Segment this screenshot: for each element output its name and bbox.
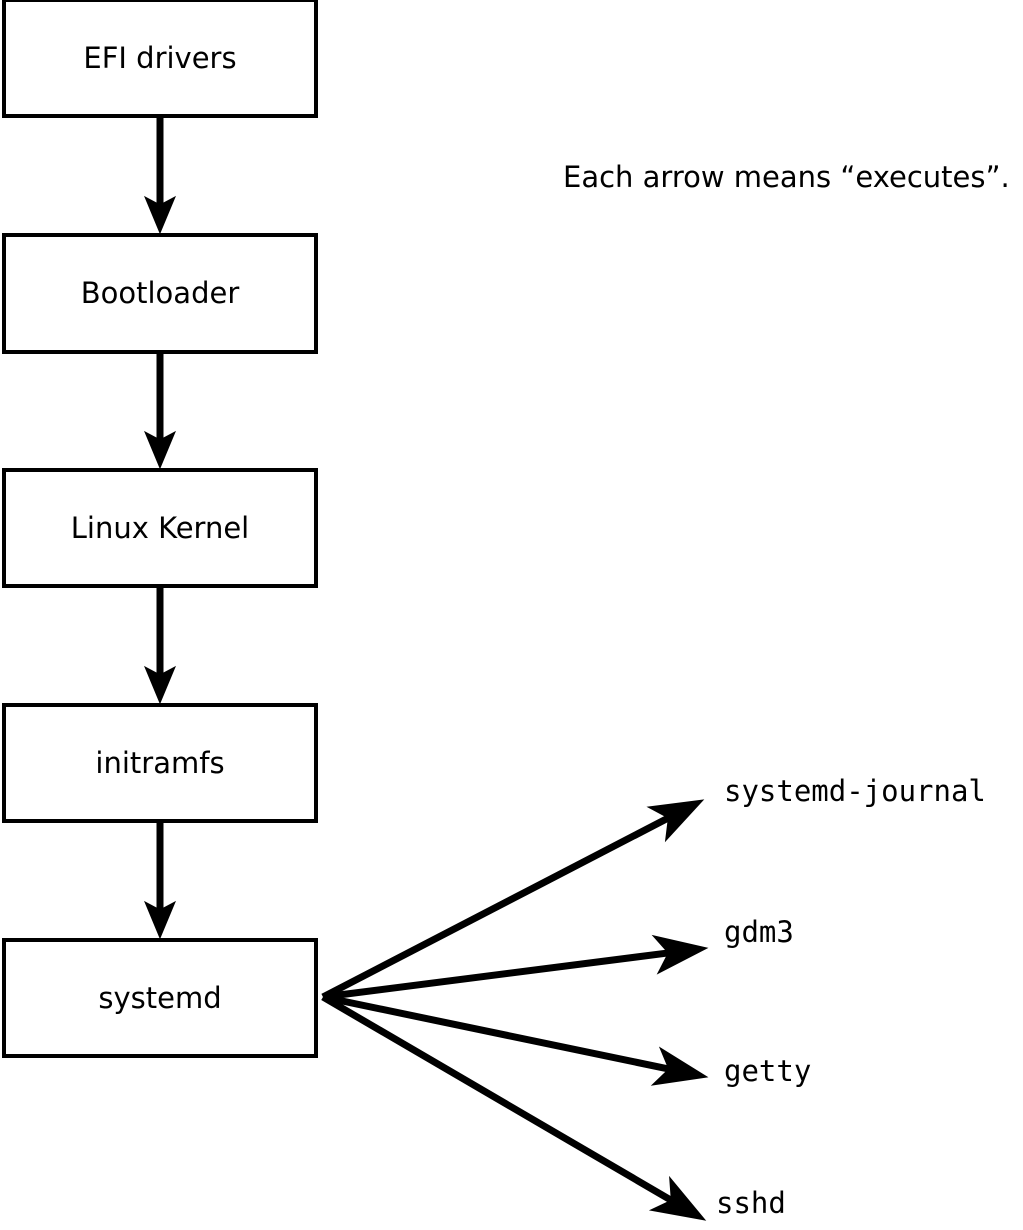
fan-arrow-line-getty (322, 993, 672, 1073)
fan-arrow-line-gdm3 (322, 949, 671, 1001)
stage-box-linux-kernel: Linux Kernel (2, 468, 318, 588)
chain-arrow-head-efi-to-bootloader (144, 195, 176, 235)
chain-arrow-head-bootloader-to-kernel (144, 430, 176, 470)
service-label-getty: getty (724, 1054, 812, 1088)
stage-box-bootloader: Bootloader (2, 233, 318, 354)
stage-label-efi-drivers: EFI drivers (83, 40, 237, 75)
fan-arrow-head-getty (650, 1046, 709, 1086)
stage-label-systemd: systemd (98, 980, 222, 1015)
legend-note: Each arrow means “executes”. (563, 160, 1010, 194)
service-label-sshd: sshd (716, 1186, 786, 1220)
stage-label-bootloader: Bootloader (80, 276, 240, 310)
stage-box-initramfs: initramfs (2, 703, 318, 823)
stage-box-systemd: systemd (2, 938, 318, 1058)
service-label-systemd-journal: systemd-journal (724, 774, 986, 808)
fan-arrow-line-sshd (321, 993, 675, 1205)
stage-label-initramfs: initramfs (95, 745, 225, 780)
fan-arrow-head-gdm3 (651, 934, 709, 975)
fan-arrow-head-systemd-journal (646, 799, 705, 843)
chain-arrow-head-kernel-to-initramfs (144, 665, 176, 705)
stage-box-efi-drivers: EFI drivers (2, 0, 318, 118)
fan-arrow-head-sshd (648, 1175, 707, 1221)
chain-arrow-head-initramfs-to-systemd (144, 900, 176, 940)
fan-arrow-line-systemd-journal (321, 813, 672, 1001)
service-label-gdm3: gdm3 (724, 915, 794, 949)
stage-label-linux-kernel: Linux Kernel (70, 510, 250, 545)
